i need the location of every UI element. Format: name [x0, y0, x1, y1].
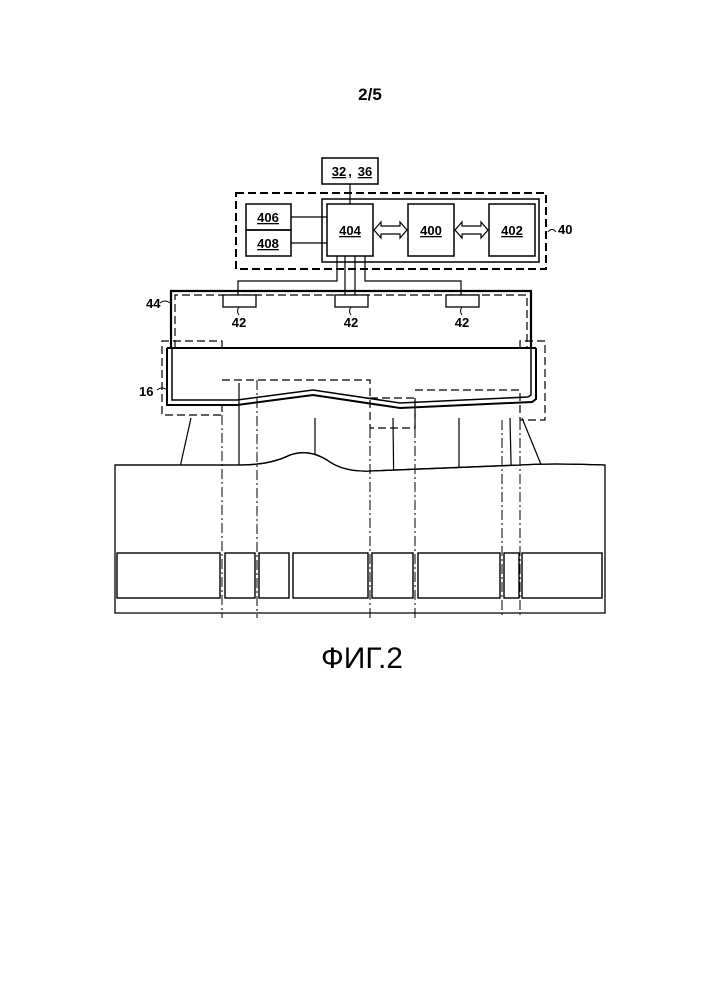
- label-404: 404: [339, 223, 361, 238]
- zone-outlines: [162, 341, 545, 428]
- label-400: 400: [420, 223, 442, 238]
- sensor-42-left: 42: [223, 295, 256, 330]
- ref-40: 40: [558, 222, 572, 237]
- ref-42-left: 42: [232, 315, 246, 330]
- label-32: 32: [332, 164, 346, 179]
- label-36: 36: [358, 164, 372, 179]
- ref-16: 16: [139, 384, 153, 399]
- processing-block-402: 402: [489, 204, 535, 256]
- label-comma: ,: [348, 164, 352, 179]
- ref-42-right: 42: [455, 315, 469, 330]
- sensor-42-right: 42: [446, 295, 479, 330]
- memory-block-408: 408: [246, 230, 291, 256]
- processing-block-404: 404: [327, 204, 373, 256]
- sensor-42-center: 42: [335, 295, 368, 330]
- processing-block-400: 400: [408, 204, 454, 256]
- label-406: 406: [257, 210, 279, 225]
- double-arrow-icon: [374, 222, 407, 238]
- leader-40: [548, 230, 556, 233]
- label-402: 402: [501, 223, 523, 238]
- tray-16: [167, 348, 536, 408]
- label-408: 408: [257, 236, 279, 251]
- memory-block-406: 406: [246, 204, 291, 230]
- leader-44: [160, 301, 170, 303]
- surface-section: [115, 453, 605, 613]
- ref-42-center: 42: [344, 315, 358, 330]
- figure-caption: ФИГ.2: [321, 642, 403, 675]
- input-block-32-36: 32 , 36: [322, 158, 378, 184]
- page-number: 2/5: [358, 85, 382, 104]
- ref-44: 44: [146, 296, 161, 311]
- double-arrow-icon: [455, 222, 488, 238]
